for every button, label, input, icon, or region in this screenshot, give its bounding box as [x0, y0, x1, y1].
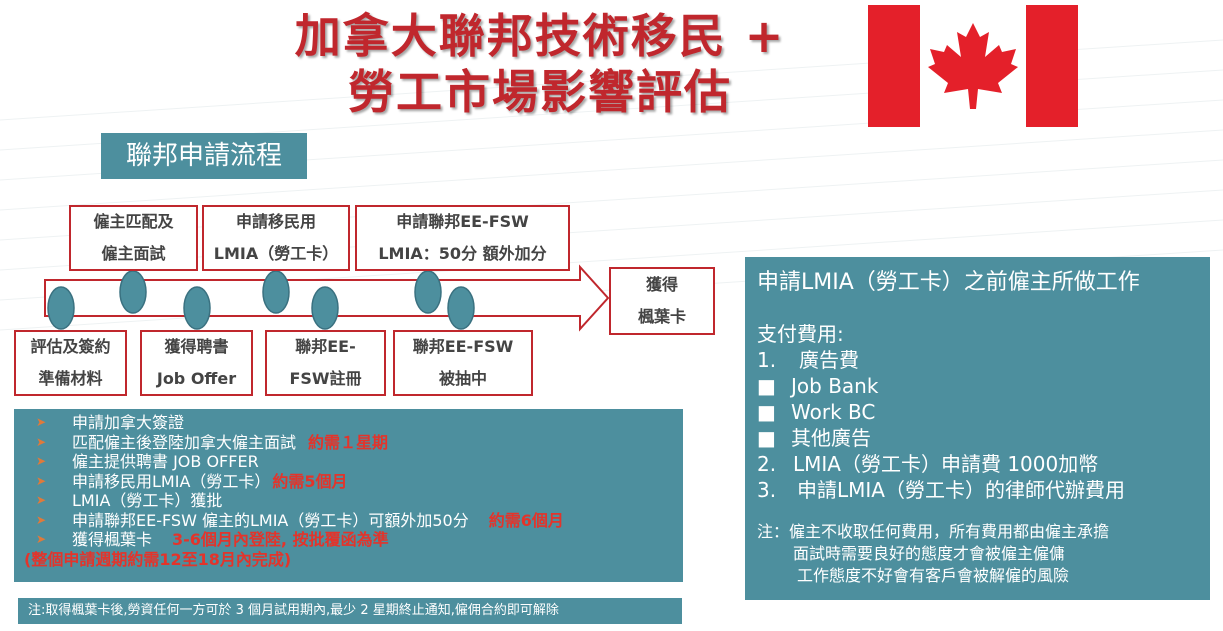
arrow-bullet-icon: ➤	[36, 473, 47, 488]
milestone-dot	[311, 286, 339, 330]
canada-flag-icon	[868, 5, 1078, 127]
square-bullet-icon: ■	[757, 426, 776, 450]
list-item: ➤ 獲得楓葉卡 3-6個月內登陸, 按批覆函為準	[36, 530, 389, 549]
page-title-line-2: 勞工市場影響評估	[348, 65, 732, 119]
list-item: 3. 申請LMIA（勞工卡）的律師代辦費用	[757, 478, 1125, 502]
arrow-bullet-icon: ➤	[36, 415, 47, 429]
process-timeline: 僱主匹配及 僱主面試 申請移民用 LMIA（勞工卡） 申請聯邦EE-FSW LM…	[0, 185, 730, 410]
cycle-summary: (整個申請週期約需12至18月內完成)	[24, 549, 292, 569]
list-item: ■ Work BC	[757, 400, 876, 424]
list-item: ■ 其他廣告	[757, 426, 871, 450]
process-section-label: 聯邦申請流程	[101, 133, 307, 179]
step-apply-ee-fsw: 申請聯邦EE-FSW LMIA：50分 額外加分	[355, 205, 570, 271]
employer-work-panel: 申請LMIA（勞工卡）之前僱主所做工作 支付費用: 1. 廣告費 ■ Job B…	[745, 257, 1210, 600]
milestone-dot	[119, 270, 147, 314]
arrow-bullet-icon: ➤	[36, 532, 47, 546]
milestone-dot	[47, 286, 75, 330]
step-ee-fsw-registration: 聯邦EE- FSW註冊	[265, 330, 386, 396]
page-title: 加拿大聯邦技術移民 + 勞工市場影響評估	[280, 8, 800, 120]
pay-label: 支付費用:	[757, 322, 844, 346]
duration-note: 約需１星期	[308, 432, 389, 452]
step-maple-leaf-card: 獲得 楓葉卡	[609, 267, 715, 335]
list-item: ➤ 匹配僱主後登陸加拿大僱主面試 約需１星期	[36, 432, 389, 452]
list-item: ➤ 僱主提供聘書 JOB OFFER	[36, 452, 259, 471]
milestone-dot	[262, 270, 290, 314]
maple-leaf-icon	[928, 23, 1018, 109]
milestone-dot	[447, 286, 475, 330]
list-item: ■ Job Bank	[757, 374, 879, 398]
list-item: ➤ LMIA（勞工卡）獲批	[36, 491, 223, 510]
step-ee-fsw-drawn: 聯邦EE-FSW 被抽中	[393, 330, 533, 396]
step-assessment: 評估及簽約 準備材料	[14, 330, 127, 396]
employer-note-line-3: 工作態度不好會有客戶會被解僱的風險	[797, 566, 1070, 585]
list-item: ➤ 申請移民用LMIA（勞工卡） 約需5個月	[36, 471, 348, 491]
list-item: 2. LMIA（勞工卡）申請費 1000加幣	[757, 452, 1099, 476]
duration-note: 3-6個月內登陸, 按批覆函為準	[172, 530, 389, 549]
step-apply-lmia: 申請移民用 LMIA（勞工卡）	[202, 205, 350, 271]
employer-note-line-2: 面試時需要良好的態度才會被僱主僱傭	[793, 544, 1066, 563]
step-employer-matching: 僱主匹配及 僱主面試	[69, 205, 198, 271]
square-bullet-icon: ■	[757, 374, 776, 398]
process-steps-panel: ➤ 申請加拿大簽證 ➤ 匹配僱主後登陸加拿大僱主面試 約需１星期 ➤ 僱主提供聘…	[14, 409, 683, 582]
page-title-line-1: 加拿大聯邦技術移民 +	[294, 9, 786, 63]
arrow-bullet-icon: ➤	[36, 454, 47, 468]
employer-note-line-1: 注：僱主不收取任何費用，所有費用都由僱主承擔	[757, 522, 1110, 541]
duration-note: 約需5個月	[272, 471, 348, 491]
employer-note: 注：僱主不收取任何費用，所有費用都由僱主承擔 面試時需要良好的態度才會被僱主僱傭…	[757, 521, 1210, 587]
list-item: ➤ 申請加拿大簽證	[36, 413, 185, 432]
employer-work-heading: 申請LMIA（勞工卡）之前僱主所做工作	[757, 270, 1140, 295]
milestone-dot	[414, 270, 442, 314]
list-item: 1. 廣告費	[757, 348, 859, 372]
square-bullet-icon: ■	[757, 400, 776, 424]
duration-note: 約需6個月	[488, 510, 564, 530]
arrow-bullet-icon: ➤	[36, 512, 47, 527]
milestone-dot	[183, 286, 211, 330]
list-item: ➤ 申請聯邦EE-FSW 僱主的LMIA（勞工卡）可額外加50分 約需6個月	[36, 510, 564, 530]
arrow-bullet-icon: ➤	[36, 493, 47, 507]
arrow-bullet-icon: ➤	[36, 434, 47, 449]
step-job-offer: 獲得聘書 Job Offer	[140, 330, 253, 396]
timeline-arrow	[44, 264, 610, 332]
fee-list: 1. 廣告費 ■ Job Bank ■ Work BC ■ 其他廣告 2. LM…	[757, 347, 1210, 503]
footnote-bar: 注:取得楓葉卡後,勞資任何一方可於 3 個月試用期內,最少 2 星期終止通知,僱…	[18, 598, 682, 624]
